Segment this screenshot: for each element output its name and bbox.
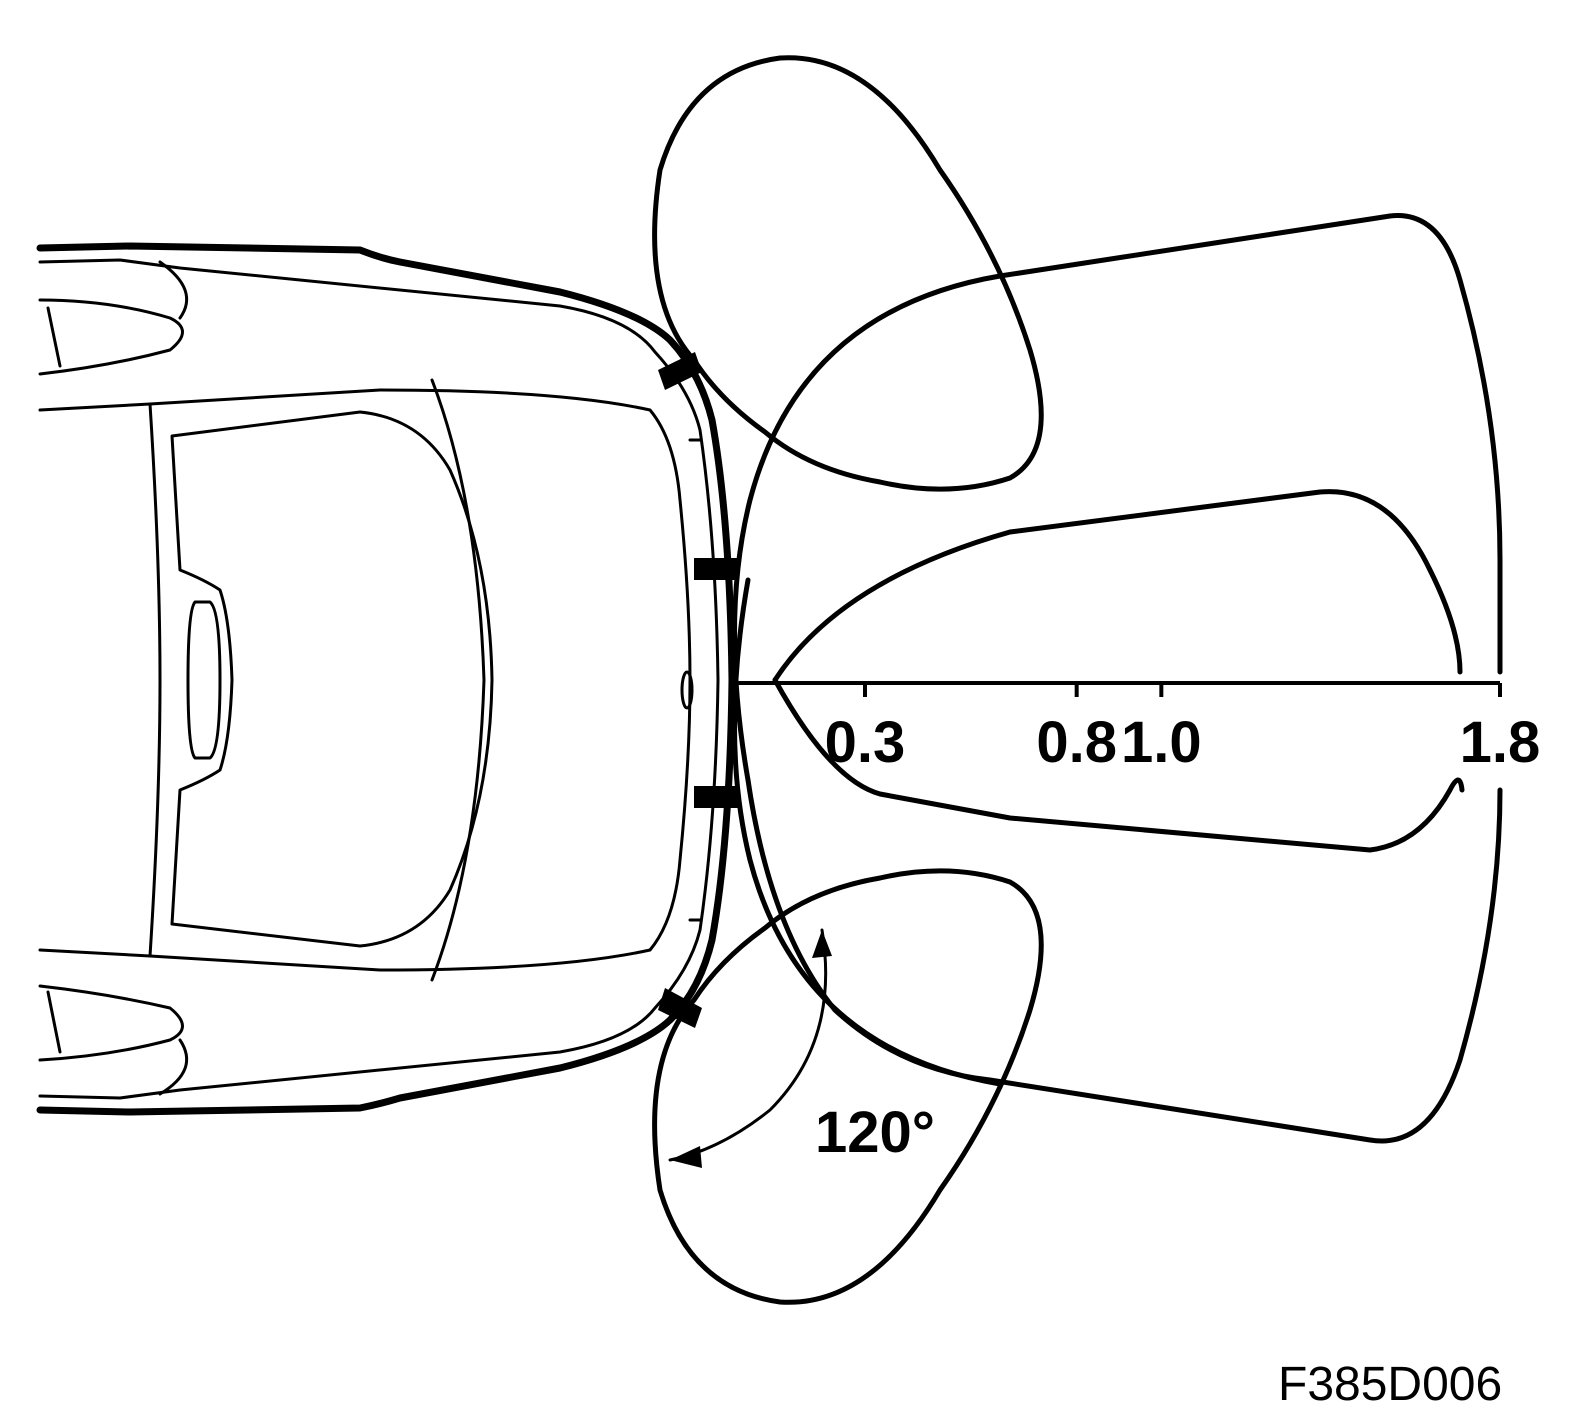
detection-lobe-center-upper-return bbox=[745, 777, 1503, 1144]
angle-arrowhead-bottom bbox=[670, 1146, 702, 1168]
angle-indicator: 120° bbox=[668, 928, 935, 1168]
detection-zones bbox=[652, 55, 1503, 1305]
distance-tick-label: 1.8 bbox=[1460, 710, 1541, 775]
detection-lobe-corner-top bbox=[652, 55, 1044, 492]
sensor-group bbox=[658, 352, 738, 1028]
angle-arc bbox=[668, 928, 828, 1162]
angle-arrowhead-top bbox=[812, 930, 832, 958]
sensor-marker bbox=[694, 558, 738, 580]
sensor-marker bbox=[658, 988, 702, 1028]
car-rear-outline bbox=[36, 242, 736, 1116]
distance-tick-label: 0.8 bbox=[1036, 710, 1117, 775]
distance-tick-label: 0.3 bbox=[825, 710, 906, 775]
sensor-marker bbox=[694, 786, 738, 808]
detection-lobe-middle bbox=[772, 489, 1463, 683]
detection-lobe-center-lower bbox=[731, 577, 1003, 1087]
detection-lobe-center-upper bbox=[731, 213, 1503, 783]
sensor-marker bbox=[658, 352, 702, 390]
detection-lobe-corner-bottom bbox=[652, 868, 1044, 1305]
detection-lobe-middle-lower bbox=[772, 677, 1465, 853]
distance-tick-label: 1.0 bbox=[1121, 710, 1202, 775]
angle-label: 120° bbox=[815, 1100, 935, 1165]
figure-code: F385D006 bbox=[1278, 1358, 1502, 1410]
